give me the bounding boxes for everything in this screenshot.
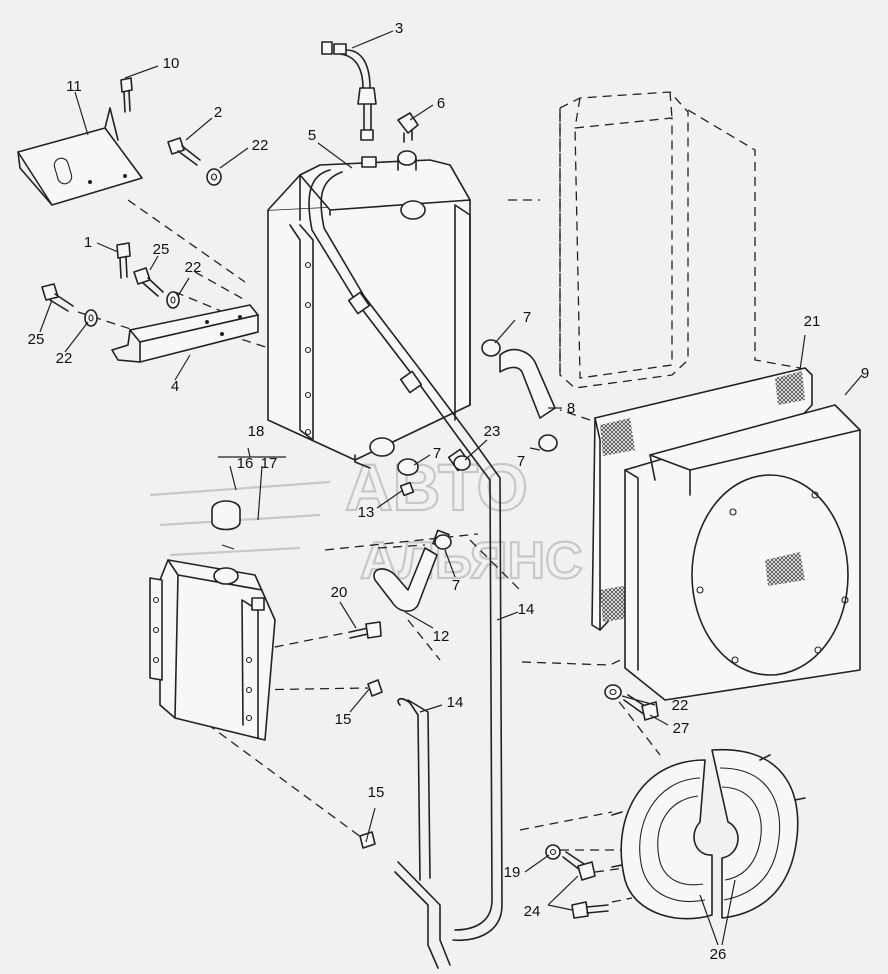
assembly-dashed-lines <box>77 108 801 903</box>
callout-11: 11 <box>66 78 82 95</box>
charge-air-cooler <box>559 91 689 389</box>
callout-22a: 22 <box>252 137 269 154</box>
callout-25b: 25 <box>28 331 45 348</box>
callout-27: 27 <box>673 720 690 737</box>
callout-7a: 7 <box>523 309 531 326</box>
callout-23: 23 <box>484 423 501 440</box>
callout-16: 16 <box>237 455 254 472</box>
callout-12: 12 <box>433 628 450 645</box>
callout-3: 3 <box>395 20 403 37</box>
callout-24: 24 <box>524 903 541 920</box>
tank-cap <box>211 500 241 550</box>
callout-14a: 14 <box>518 601 535 618</box>
callout-22b: 22 <box>185 259 202 276</box>
callout-2: 2 <box>214 104 222 121</box>
callout-8: 8 <box>567 400 575 417</box>
callout-25a: 25 <box>153 241 170 258</box>
clamps <box>397 455 471 550</box>
callout-7b: 7 <box>433 445 441 462</box>
bolts-upper <box>41 77 201 312</box>
callout-15b: 15 <box>368 784 385 801</box>
leader-lines <box>39 30 863 946</box>
bolt-27 <box>623 694 659 721</box>
callout-7d: 7 <box>452 577 460 594</box>
mounting-angle <box>111 304 259 363</box>
watermark-line1: АВТО <box>345 450 528 524</box>
lower-tube <box>394 698 451 969</box>
callout-5: 5 <box>308 127 316 144</box>
callout-19: 19 <box>504 864 521 881</box>
callout-4: 4 <box>171 378 179 395</box>
washers <box>84 168 622 860</box>
callout-20: 20 <box>331 584 348 601</box>
bolts-lower <box>562 851 609 919</box>
callout-7c: 7 <box>517 453 525 470</box>
hose-clips <box>359 679 383 849</box>
fan-shroud <box>624 404 861 701</box>
radiator <box>267 150 471 469</box>
callout-9: 9 <box>861 365 869 382</box>
bracket-plate <box>17 107 143 206</box>
callout-22d: 22 <box>672 697 689 714</box>
callout-17: 17 <box>261 455 278 472</box>
callout-22c: 22 <box>56 350 73 367</box>
callout-13: 13 <box>358 504 375 521</box>
callout-18: 18 <box>248 423 265 440</box>
callout-6: 6 <box>437 95 445 112</box>
sensor-harness <box>321 41 377 141</box>
callout-21: 21 <box>804 313 821 330</box>
callout-labels: 1 2 3 4 5 6 7 7 7 7 8 9 10 11 12 13 14 1… <box>28 20 870 963</box>
callout-1: 1 <box>84 234 92 251</box>
callout-15a: 15 <box>335 711 352 728</box>
callout-14b: 14 <box>447 694 464 711</box>
fan-guard <box>611 749 806 920</box>
bolt-20 <box>349 621 382 639</box>
expansion-tank <box>149 559 276 741</box>
callout-10: 10 <box>163 55 180 72</box>
upper-hose <box>481 339 558 452</box>
callout-26: 26 <box>710 946 727 963</box>
